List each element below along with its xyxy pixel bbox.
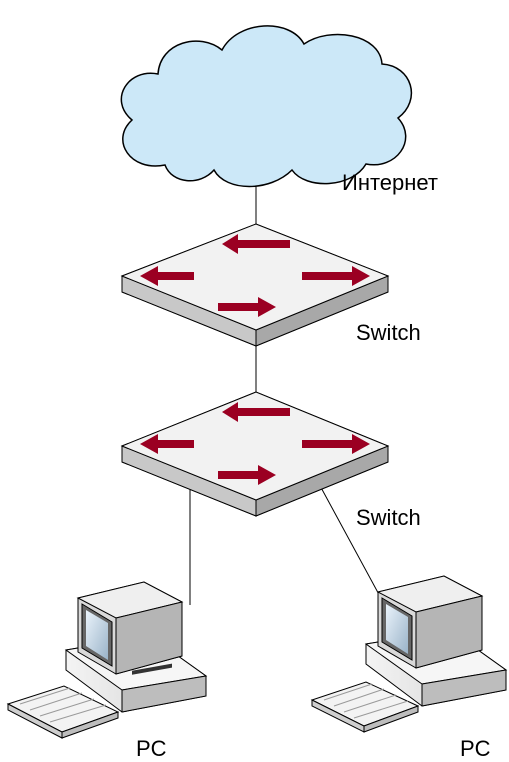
pc-right-icon [310, 575, 508, 733]
switch-top-icon [120, 223, 390, 347]
cloud-icon [120, 25, 413, 188]
pc-left-icon [6, 581, 208, 739]
pc-right-label: PC [460, 736, 491, 761]
link-switch-pc-right [317, 481, 383, 601]
switch-bottom-icon [120, 391, 390, 517]
connection-lines [189, 170, 383, 605]
switch-top-label: Switch [356, 320, 421, 345]
internet-label: Интернет [342, 170, 438, 195]
switch-bottom-label: Switch [356, 505, 421, 530]
pc-left-label: PC [136, 736, 167, 761]
